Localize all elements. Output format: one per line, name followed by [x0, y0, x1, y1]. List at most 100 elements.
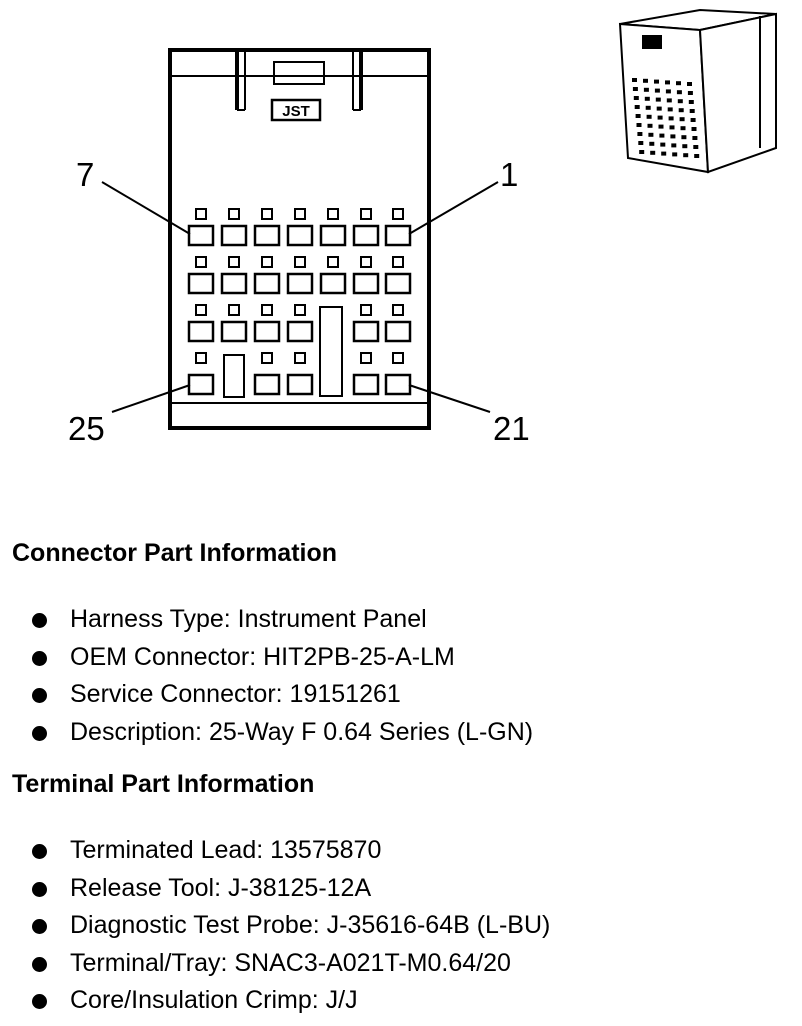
terminal-part-info-list: Terminated Lead: 13575870 Release Tool: … [0, 838, 550, 1026]
terminal-cavity [253, 320, 281, 343]
bullet-icon [32, 725, 47, 741]
cavity-lock [360, 208, 372, 220]
list-item: Terminal/Tray: SNAC3-A021T-M0.64/20 [0, 950, 550, 989]
thumbnail-cavities [632, 78, 700, 158]
terminal-cavity [286, 224, 314, 247]
thumbnail-cavity [634, 105, 640, 109]
terminal-cavity [220, 272, 248, 295]
cavity-lock [294, 304, 306, 316]
terminal-cavity [384, 320, 412, 343]
cavity-lock [327, 256, 339, 268]
connector-part-info-heading: Connector Part Information [12, 539, 338, 567]
thumbnail-cavity [677, 99, 683, 104]
list-item: Description: 25-Way F 0.64 Series (L-GN) [0, 719, 533, 758]
terminal-cavity [286, 320, 314, 343]
terminal-cavity [253, 373, 281, 396]
thumbnail-cavity [670, 134, 676, 139]
pin-label-21: 21 [493, 410, 530, 447]
cavity-lock [261, 208, 273, 220]
cavity-lock [360, 304, 372, 316]
thumbnail-cavity [682, 144, 688, 149]
cavity-lock [392, 352, 404, 364]
connector-face [168, 48, 431, 430]
thumbnail-cavity [681, 135, 687, 140]
terminal-cavity [319, 224, 347, 247]
thumbnail-cavity [645, 105, 651, 110]
thumbnail-cavity [654, 79, 659, 84]
thumbnail-cavity [649, 141, 655, 146]
thumbnail-side [698, 12, 777, 174]
thumbnail-cavity [668, 116, 674, 121]
list-item: Diagnostic Test Probe: J-35616-64B (L-BU… [0, 913, 550, 951]
terminal-cavities [187, 208, 412, 396]
thumbnail-cavity [643, 87, 649, 92]
cavity-lock [261, 304, 273, 316]
thumbnail-cavity [639, 150, 645, 154]
leader-line-7 [101, 181, 191, 235]
thumbnail-cavity [632, 78, 637, 82]
terminal-cavity [384, 373, 412, 396]
thumbnail-cavity [638, 141, 644, 145]
terminal-cavity [187, 272, 215, 295]
terminal-cavity [352, 373, 380, 396]
terminal-cavity [384, 272, 412, 295]
list-item-text: Harness Type: Instrument Panel [70, 605, 427, 633]
cavity-lock [392, 256, 404, 268]
thumbnail-cavity [676, 81, 681, 86]
thumbnail-cavity [650, 150, 656, 155]
thumbnail-cavity [667, 107, 673, 112]
thumbnail-cavity [678, 108, 684, 113]
thumbnail-cavity [693, 145, 699, 149]
cavity-lock [392, 208, 404, 220]
bullet-icon [32, 688, 47, 703]
leader-line-1 [408, 181, 499, 235]
latch-tab [273, 61, 325, 85]
list-item-text: Release Tool: J-38125-12A [70, 873, 372, 902]
connector-diagram: JST 7 1 25 21 [68, 8, 777, 447]
list-item: Terminated Lead: 13575870 [0, 838, 550, 876]
cavity-lock [360, 256, 372, 268]
terminal-cavity [187, 373, 215, 396]
thumbnail-cavity [688, 100, 694, 104]
thumbnail-cavity [665, 89, 671, 94]
terminal-cavity [187, 320, 215, 343]
thumbnail-cavity [687, 91, 693, 95]
list-item-text: Service Connector: 19151261 [70, 680, 401, 708]
list-item: Service Connector: 19151261 [0, 682, 533, 720]
bullet-icon [32, 613, 47, 628]
list-item-text: OEM Connector: HIT2PB-25-A-LM [70, 642, 455, 671]
cavity-lock [360, 352, 372, 364]
thumbnail-latch [642, 35, 662, 49]
thumbnail-cavity [666, 98, 672, 103]
jst-logo-box [270, 98, 322, 122]
cavity-lock [294, 352, 306, 364]
thumbnail-cavity [689, 109, 695, 113]
cavity-lock [392, 304, 404, 316]
bullet-icon [32, 650, 47, 666]
terminal-cavity [352, 320, 380, 343]
thumbnail-cavity [635, 114, 641, 118]
cavity-lock [294, 256, 306, 268]
thumbnail-cavity [665, 80, 670, 85]
leader-line-25 [111, 384, 191, 413]
thumbnail-cavity [680, 126, 686, 131]
pin-label-1: 1 [500, 156, 518, 193]
thumbnail-cavity [676, 90, 682, 95]
terminal-cavity [286, 373, 314, 396]
cavity-lock [327, 208, 339, 220]
cavity-lock [195, 256, 207, 268]
connector-part-info-list: Harness Type: Instrument Panel OEM Conne… [0, 607, 533, 757]
thumbnail-cavity [691, 127, 697, 131]
thumbnail-front [618, 22, 710, 174]
terminal-cavity [352, 224, 380, 247]
bullet-icon [32, 919, 47, 934]
thumbnail-cavity [633, 96, 639, 100]
thumbnail-cavity [655, 97, 661, 102]
thumbnail-cavity [659, 133, 665, 138]
thumbnail-cavity [644, 96, 650, 101]
pin-label-25: 25 [68, 410, 105, 447]
terminal-part-info-heading: Terminal Part Information [12, 770, 315, 798]
thumbnail-cavity [669, 125, 675, 130]
list-item-text: Core/Insulation Crimp: J/J [70, 986, 358, 1014]
cavity-lock [228, 208, 240, 220]
